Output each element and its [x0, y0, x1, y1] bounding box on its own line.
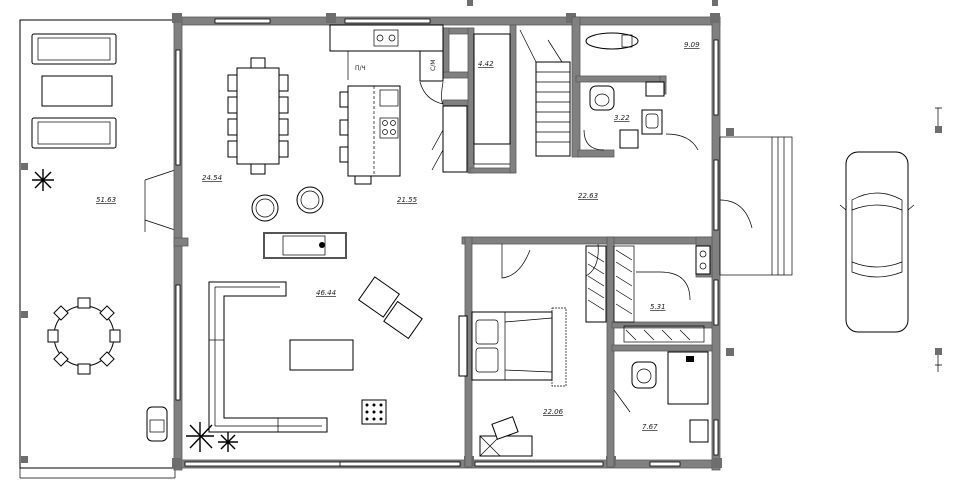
- room-topright-area-label: 9.09: [684, 41, 700, 49]
- corner-sofa: [208, 281, 328, 433]
- bath-door: [613, 389, 631, 413]
- double-bed: [471, 311, 553, 381]
- plant-icon: [218, 432, 238, 452]
- bath-door: [665, 133, 699, 151]
- coffee-table: [41, 75, 113, 107]
- storage-cabinet: [442, 105, 468, 173]
- kitchen-area-label: 21.55: [397, 196, 418, 204]
- dining-chair: [227, 74, 289, 158]
- wardrobe: 5.31: [585, 245, 711, 343]
- lounge-sofa: [31, 117, 117, 149]
- wardrobe-area-label: 5.31: [650, 303, 666, 311]
- wardrobe-rack: [585, 245, 607, 323]
- bathtub: [585, 32, 639, 50]
- bedroom-door: [501, 244, 531, 279]
- dining-chair: [250, 163, 266, 175]
- terrace-chair: [47, 297, 121, 375]
- closet-shelves: [473, 33, 511, 145]
- utility-cabinet: [645, 81, 665, 97]
- cooktop-icon: [379, 117, 399, 139]
- toilet-icon: [589, 85, 615, 111]
- desk: [479, 435, 533, 457]
- staircase: [519, 29, 571, 157]
- bedroom-area-label: 22.06: [543, 408, 564, 416]
- terrace: 51.63: [19, 19, 176, 479]
- kitchen-area: П/Ч С/М 21.55: [329, 24, 444, 204]
- hall-area-label: 22.63: [578, 192, 598, 200]
- tv-stand: [263, 232, 347, 259]
- fridge-label: П/Ч: [355, 65, 366, 72]
- lounge-sofa: [31, 33, 117, 65]
- dining-area-label: 24.54: [202, 174, 222, 182]
- plant-icon: [32, 169, 54, 191]
- terrace-post: [21, 311, 28, 318]
- terrace-post: [21, 163, 28, 170]
- closet: 4.42: [431, 33, 511, 173]
- living-area: 46.44: [186, 276, 423, 452]
- car: [839, 151, 915, 333]
- interior-walls: [173, 16, 734, 468]
- fridge: [419, 50, 444, 82]
- kitchen-door: [419, 81, 444, 105]
- washbasin-icon: [689, 419, 709, 443]
- closet-area-label: 4.42: [478, 60, 494, 68]
- ottoman: [383, 300, 423, 340]
- plant-icon: [186, 422, 214, 452]
- toilet-icon: [631, 361, 657, 389]
- living-area-label: 46.44: [316, 289, 336, 297]
- bedroom: 22.06: [458, 244, 567, 457]
- desk-chair: [491, 416, 519, 440]
- terrace-area-label: 51.63: [96, 196, 116, 204]
- coffee-table: [289, 339, 354, 371]
- kitchen-counter: [329, 24, 444, 52]
- dining-table: [236, 67, 280, 165]
- entrance-door: [719, 199, 753, 229]
- lounge-chair: [146, 406, 168, 442]
- bathroom-top: 3.22: [583, 81, 699, 151]
- dining-area: 24.54: [202, 57, 347, 259]
- wardrobe-door: [636, 271, 691, 301]
- terrace-post: [21, 456, 28, 463]
- bathroom-bottom: 7.67: [613, 351, 709, 443]
- terrace-door: [144, 169, 176, 232]
- dining-chair: [250, 57, 266, 69]
- washer-label: С/М: [430, 60, 437, 71]
- windows: [175, 18, 719, 467]
- bath-bottom-area-label: 7.67: [642, 423, 658, 431]
- bath-top-area-label: 3.22: [614, 114, 630, 122]
- car-outline: [845, 151, 909, 333]
- entrance: [719, 136, 793, 276]
- armchair: [357, 276, 401, 318]
- sink-icon: [373, 29, 399, 47]
- top-right-room: 9.09: [585, 32, 700, 50]
- gate-posts: [935, 107, 942, 372]
- bar-stool: [339, 91, 349, 163]
- washbasin-icon: [641, 109, 663, 135]
